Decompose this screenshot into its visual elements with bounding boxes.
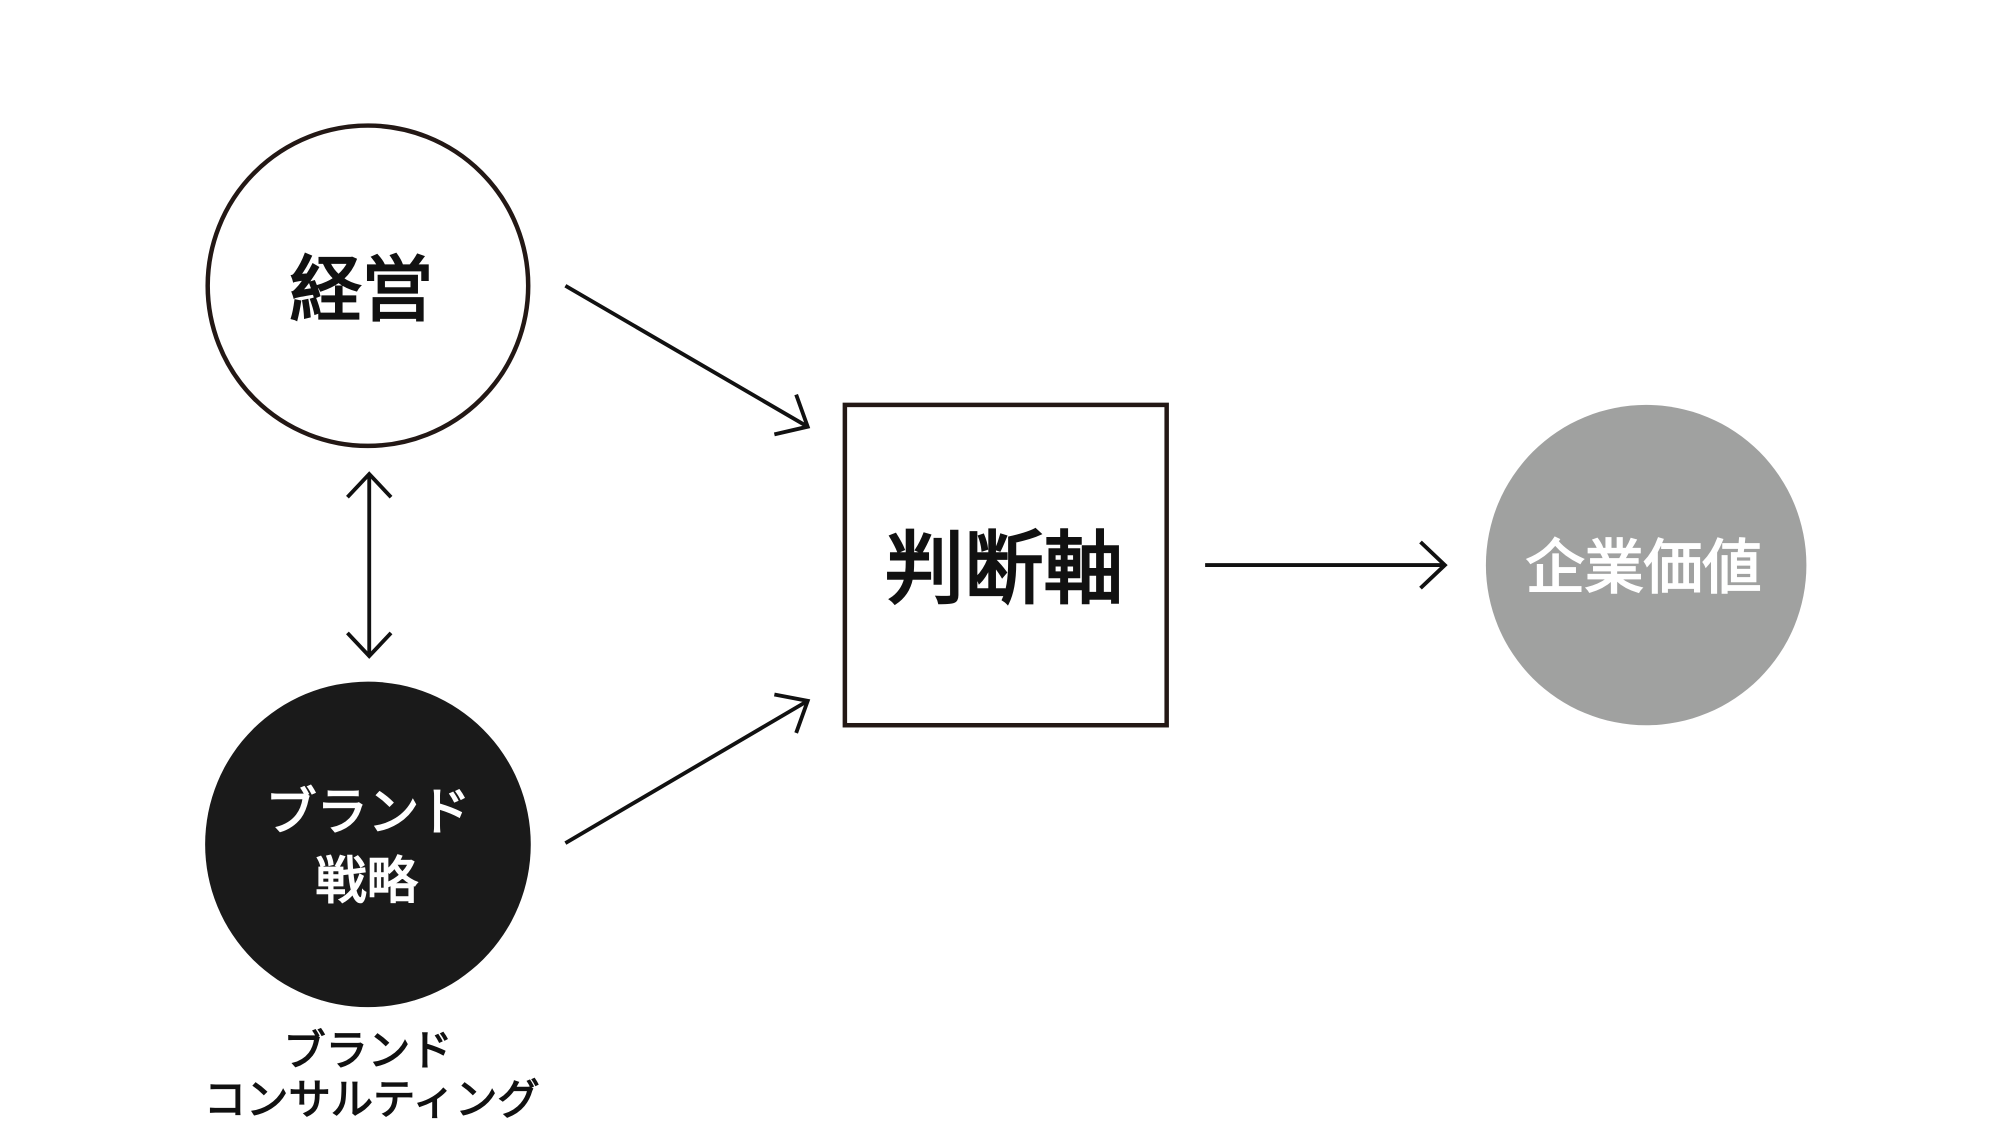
- arrow-head-down-icon: [346, 631, 393, 659]
- brand-strategy-circle: [205, 681, 531, 1008]
- brand-strategy-label-line2: 戦略: [315, 852, 418, 912]
- brand-strategy-label-line1: ブランド: [265, 782, 470, 842]
- corporate-value-circle: [1485, 404, 1807, 726]
- arrow-head-right-icon: [1419, 540, 1448, 590]
- brand-strategy-node: ブランド 戦略: [205, 681, 531, 1008]
- decision-axis-node: 判断軸: [842, 402, 1169, 728]
- arrow-head-up-icon: [346, 471, 393, 499]
- management-circle: [205, 123, 531, 449]
- management-label: 経営: [290, 248, 434, 332]
- arrow-axis-to-value: [1205, 540, 1448, 590]
- arrow-management-to-axis: [564, 284, 811, 437]
- corporate-value-node: 企業価値: [1485, 404, 1807, 726]
- caption-line1: ブランド: [283, 1026, 452, 1075]
- arrow-head-icon: [773, 393, 811, 437]
- arrow-head-icon: [773, 692, 811, 734]
- arrow-brand-to-axis: [564, 692, 811, 845]
- decision-axis-box: [842, 402, 1169, 728]
- management-node: 経営: [205, 123, 531, 449]
- bidirectional-arrow: [346, 471, 393, 659]
- caption-line2: コンサルティング: [204, 1075, 540, 1124]
- decision-axis-label: 判断軸: [885, 522, 1123, 615]
- corporate-value-label: 企業価値: [1526, 533, 1762, 602]
